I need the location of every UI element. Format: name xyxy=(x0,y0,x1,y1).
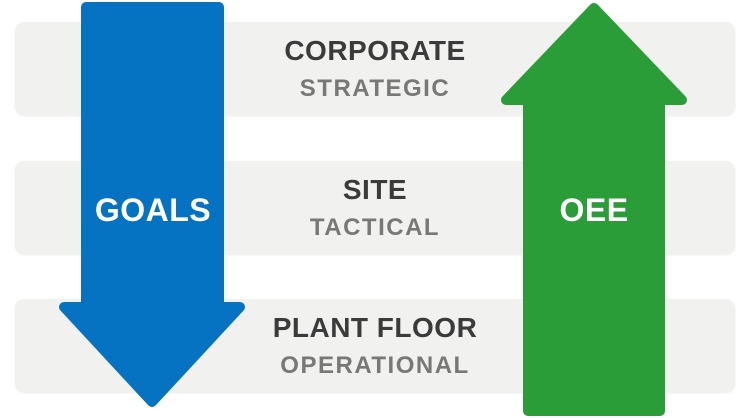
goals-arrow-label: GOALS xyxy=(94,192,212,228)
level-title-plant-floor: PLANT FLOOR xyxy=(272,311,478,343)
goals-down-arrow-icon xyxy=(59,2,245,407)
oee-arrow-label: OEE xyxy=(559,192,629,228)
level-subtitle-tactical: TACTICAL xyxy=(309,213,441,241)
level-subtitle-strategic: STRATEGIC xyxy=(299,74,451,102)
oee-up-arrow-icon xyxy=(501,3,687,416)
level-title-site: SITE xyxy=(342,173,408,205)
level-title-corporate: CORPORATE xyxy=(284,34,466,66)
level-subtitle-operational: OPERATIONAL xyxy=(280,351,470,379)
